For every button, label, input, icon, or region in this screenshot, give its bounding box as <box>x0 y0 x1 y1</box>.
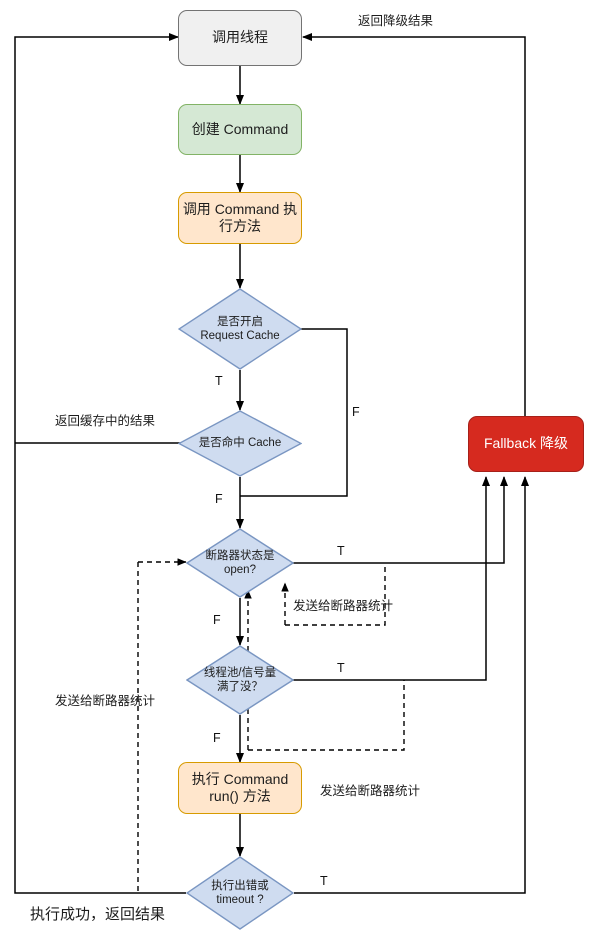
flag-f-breaker-open: F <box>213 613 221 627</box>
node-fallback[interactable]: Fallback 降级 <box>468 416 584 472</box>
edge-label-send-metrics-2: 发送给断路器统计 <box>55 694 156 708</box>
node-run-method-label-2: run() 方法 <box>209 788 271 804</box>
flag-f-cache-enabled: F <box>352 405 360 419</box>
decision-breaker-open[interactable]: 断路器状态是 open? <box>186 528 294 598</box>
diamond-shape <box>186 528 294 598</box>
node-create-command-label: 创建 Command <box>191 120 289 137</box>
diamond-shape <box>186 856 294 930</box>
edge-label-send-metrics-3: 发送给断路器统计 <box>320 784 421 798</box>
node-invoke-command-label-1: 调用 Command 执 <box>182 200 298 217</box>
node-fallback-label: Fallback 降级 <box>483 435 569 452</box>
node-run-method-label-1: 执行 Command <box>191 770 289 787</box>
decision-pool-full[interactable]: 线程池/信号量 满了没？ <box>186 645 294 715</box>
flag-f-pool-full: F <box>213 731 221 745</box>
flag-t-error: T <box>320 874 328 888</box>
node-invoke-command[interactable]: 调用 Command 执 行方法 <box>178 192 302 244</box>
flag-t-breaker-open: T <box>337 544 345 558</box>
node-run-method[interactable]: 执行 Command run() 方法 <box>178 762 302 814</box>
flag-t-pool-full: T <box>337 661 345 675</box>
diamond-shape <box>186 645 294 715</box>
node-create-command[interactable]: 创建 Command <box>178 104 302 155</box>
node-invoke-command-label-2: 行方法 <box>219 218 261 234</box>
diamond-shape <box>178 410 302 477</box>
edge-label-return-fallback-result: 返回降级结果 <box>358 14 434 28</box>
decision-cache-hit[interactable]: 是否命中 Cache <box>178 410 302 477</box>
node-calling-thread-label: 调用线程 <box>212 29 268 46</box>
flag-t-cache-enabled: T <box>215 374 223 388</box>
edge-label-return-cached-result: 返回缓存中的结果 <box>55 414 156 428</box>
edge-label-send-metrics-1: 发送给断路器统计 <box>293 599 394 613</box>
node-calling-thread[interactable]: 调用线程 <box>178 10 302 66</box>
decision-request-cache-enabled[interactable]: 是否开启 Request Cache <box>178 288 302 370</box>
edge-label-success-return: 执行成功，返回结果 <box>30 906 166 923</box>
decision-error-or-timeout[interactable]: 执行出错或 timeout ? <box>186 856 294 930</box>
flag-f-cache-hit: F <box>215 492 223 506</box>
diamond-shape <box>178 288 302 370</box>
